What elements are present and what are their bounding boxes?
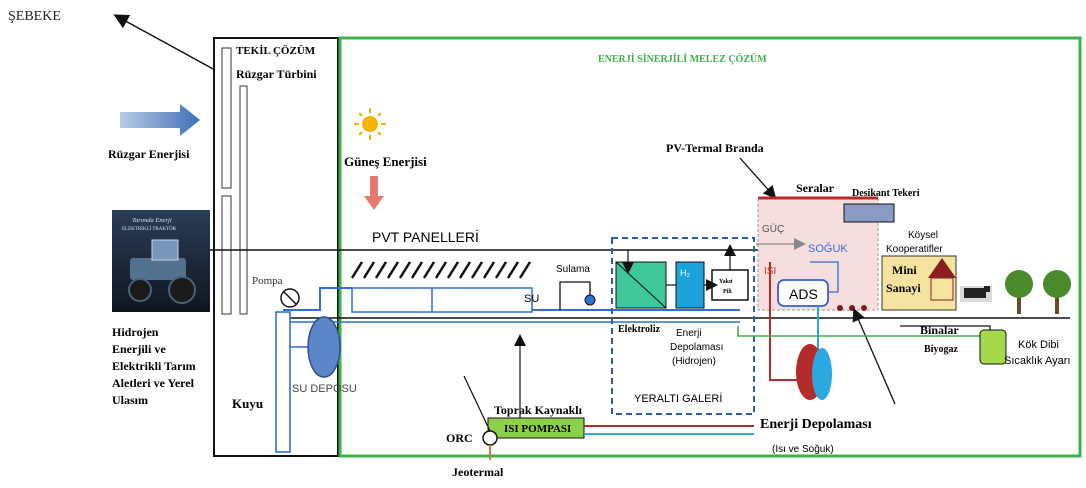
isi-pompasi-label: ISI POMPASI <box>504 423 571 435</box>
storage-pointer <box>856 314 895 404</box>
jeotermal-label: Jeotermal <box>452 465 504 479</box>
turbine-blade-upper <box>222 48 231 188</box>
sulama-pump-icon <box>585 295 595 305</box>
desikant-tekeri <box>844 204 894 222</box>
kok-dibi-label-2: Sıcaklık Ayarı <box>1004 355 1070 367</box>
su-label: SU <box>524 293 539 305</box>
sera-pipe-dot-2 <box>849 305 855 311</box>
kuyu-pipe <box>276 312 290 452</box>
seralar-label: Seralar <box>796 181 835 195</box>
yeralti-galeri-label: YERALTI GALERİ <box>634 392 722 405</box>
cold-storage-tank <box>812 348 832 400</box>
hidrojen-line-3: Elektrikli Tarım <box>112 359 196 373</box>
turbine-blade-lower <box>222 196 231 314</box>
orc-icon <box>483 431 497 445</box>
pv-termal-branda-label: PV-Termal Branda <box>666 141 764 155</box>
pvt-collector <box>352 288 532 312</box>
hidrojen-line-1: Hidrojen <box>112 325 159 339</box>
traktor-title: Tarımda Enerji <box>132 217 172 224</box>
enerji-dep-label-1: Enerji <box>676 328 702 339</box>
hidrojen-line-5: Ulasım <box>112 393 148 407</box>
pv-termal-arrow <box>740 158 772 194</box>
toprak-kaynakli-label: Toprak Kaynaklı <box>494 403 583 417</box>
hidrojen-line-2: Enerjili ve <box>112 342 166 356</box>
binalar-label: Binalar <box>920 323 959 337</box>
enerji-depolamasi-label: Enerji Depolaması <box>760 417 872 432</box>
ruzgar-enerjisi-label: Rüzgar Enerjisi <box>108 147 190 161</box>
sun-icon <box>354 108 386 140</box>
sulama-pipe <box>560 282 590 310</box>
h2-label: H₂ <box>680 268 690 278</box>
traktor-subtitle: ELEKTRİKLİ TRAKTÖR <box>122 226 177 232</box>
kok-dibi-label-1: Kök Dibi <box>1018 339 1059 351</box>
desikant-tekeri-label: Desikant Tekeri <box>852 188 920 199</box>
mini-sanayi-label-2: Sanayi <box>886 281 921 295</box>
orc-feed-line <box>464 376 490 431</box>
wind-arrow-icon <box>120 104 200 136</box>
sera-pipe-dot-1 <box>837 305 843 311</box>
biyogaz-label: Biyogaz <box>924 344 958 355</box>
yakit-pili-label-1: Yakıt <box>719 279 733 285</box>
melez-cozum-label: ENERJİ SİNERJİLİ MELEZ ÇÖZÜM <box>598 52 767 65</box>
tree-icon-1 <box>1005 270 1033 314</box>
yakit-pili-box <box>712 270 748 300</box>
sulama-label: Sulama <box>556 264 590 275</box>
hidrojen-line-4: Aletleri ve Yerel <box>112 376 195 390</box>
ads-label: ADS <box>789 286 818 302</box>
guc-label: GÜÇ <box>762 223 784 235</box>
ruzgar-turbini-label: Rüzgar Türbini <box>236 67 317 81</box>
cow-icon <box>960 286 992 302</box>
elektroliz-label: Elektroliz <box>618 324 661 335</box>
tree-icon-2 <box>1043 270 1071 314</box>
pompa-label: Pompa <box>252 275 283 287</box>
koysel-label-2: Kooperatifler <box>886 244 943 255</box>
su-deposu-tank <box>308 317 340 377</box>
sera-pipe-dot-3 <box>861 305 867 311</box>
yakit-pili-label-2: Pili <box>723 289 732 295</box>
su-deposu-label: SU DEPOSU <box>292 383 357 395</box>
koysel-label-1: Köysel <box>908 230 938 241</box>
tekil-cozum-label: TEKİL ÇÖZÜM <box>236 44 316 57</box>
biyogaz-tank <box>980 330 1006 364</box>
house-wall-icon <box>931 278 953 300</box>
mini-sanayi-label-1: Mini <box>892 263 917 277</box>
pvt-panels <box>352 262 530 278</box>
enerji-dep-label-3: (Hidrojen) <box>672 356 716 367</box>
kuyu-label: Kuyu <box>232 396 263 411</box>
sebeke-arrow <box>120 18 215 70</box>
pvt-panelleri-label: PVT PANELLERİ <box>372 228 479 245</box>
sebeke-label: ŞEBEKE <box>8 9 61 24</box>
gunes-enerjisi-label: Güneş Enerjisi <box>344 154 427 169</box>
soguk-label: SOĞUK <box>808 242 848 255</box>
sun-ray-arrow-icon <box>364 176 384 210</box>
biyogaz-line-green <box>738 326 1000 336</box>
isi-ve-soguk-label: (Isı ve Soğuk) <box>772 444 834 455</box>
enerji-dep-label-2: Depolaması <box>670 342 723 353</box>
orc-label: ORC <box>446 431 473 445</box>
turbine-tower <box>240 86 247 314</box>
